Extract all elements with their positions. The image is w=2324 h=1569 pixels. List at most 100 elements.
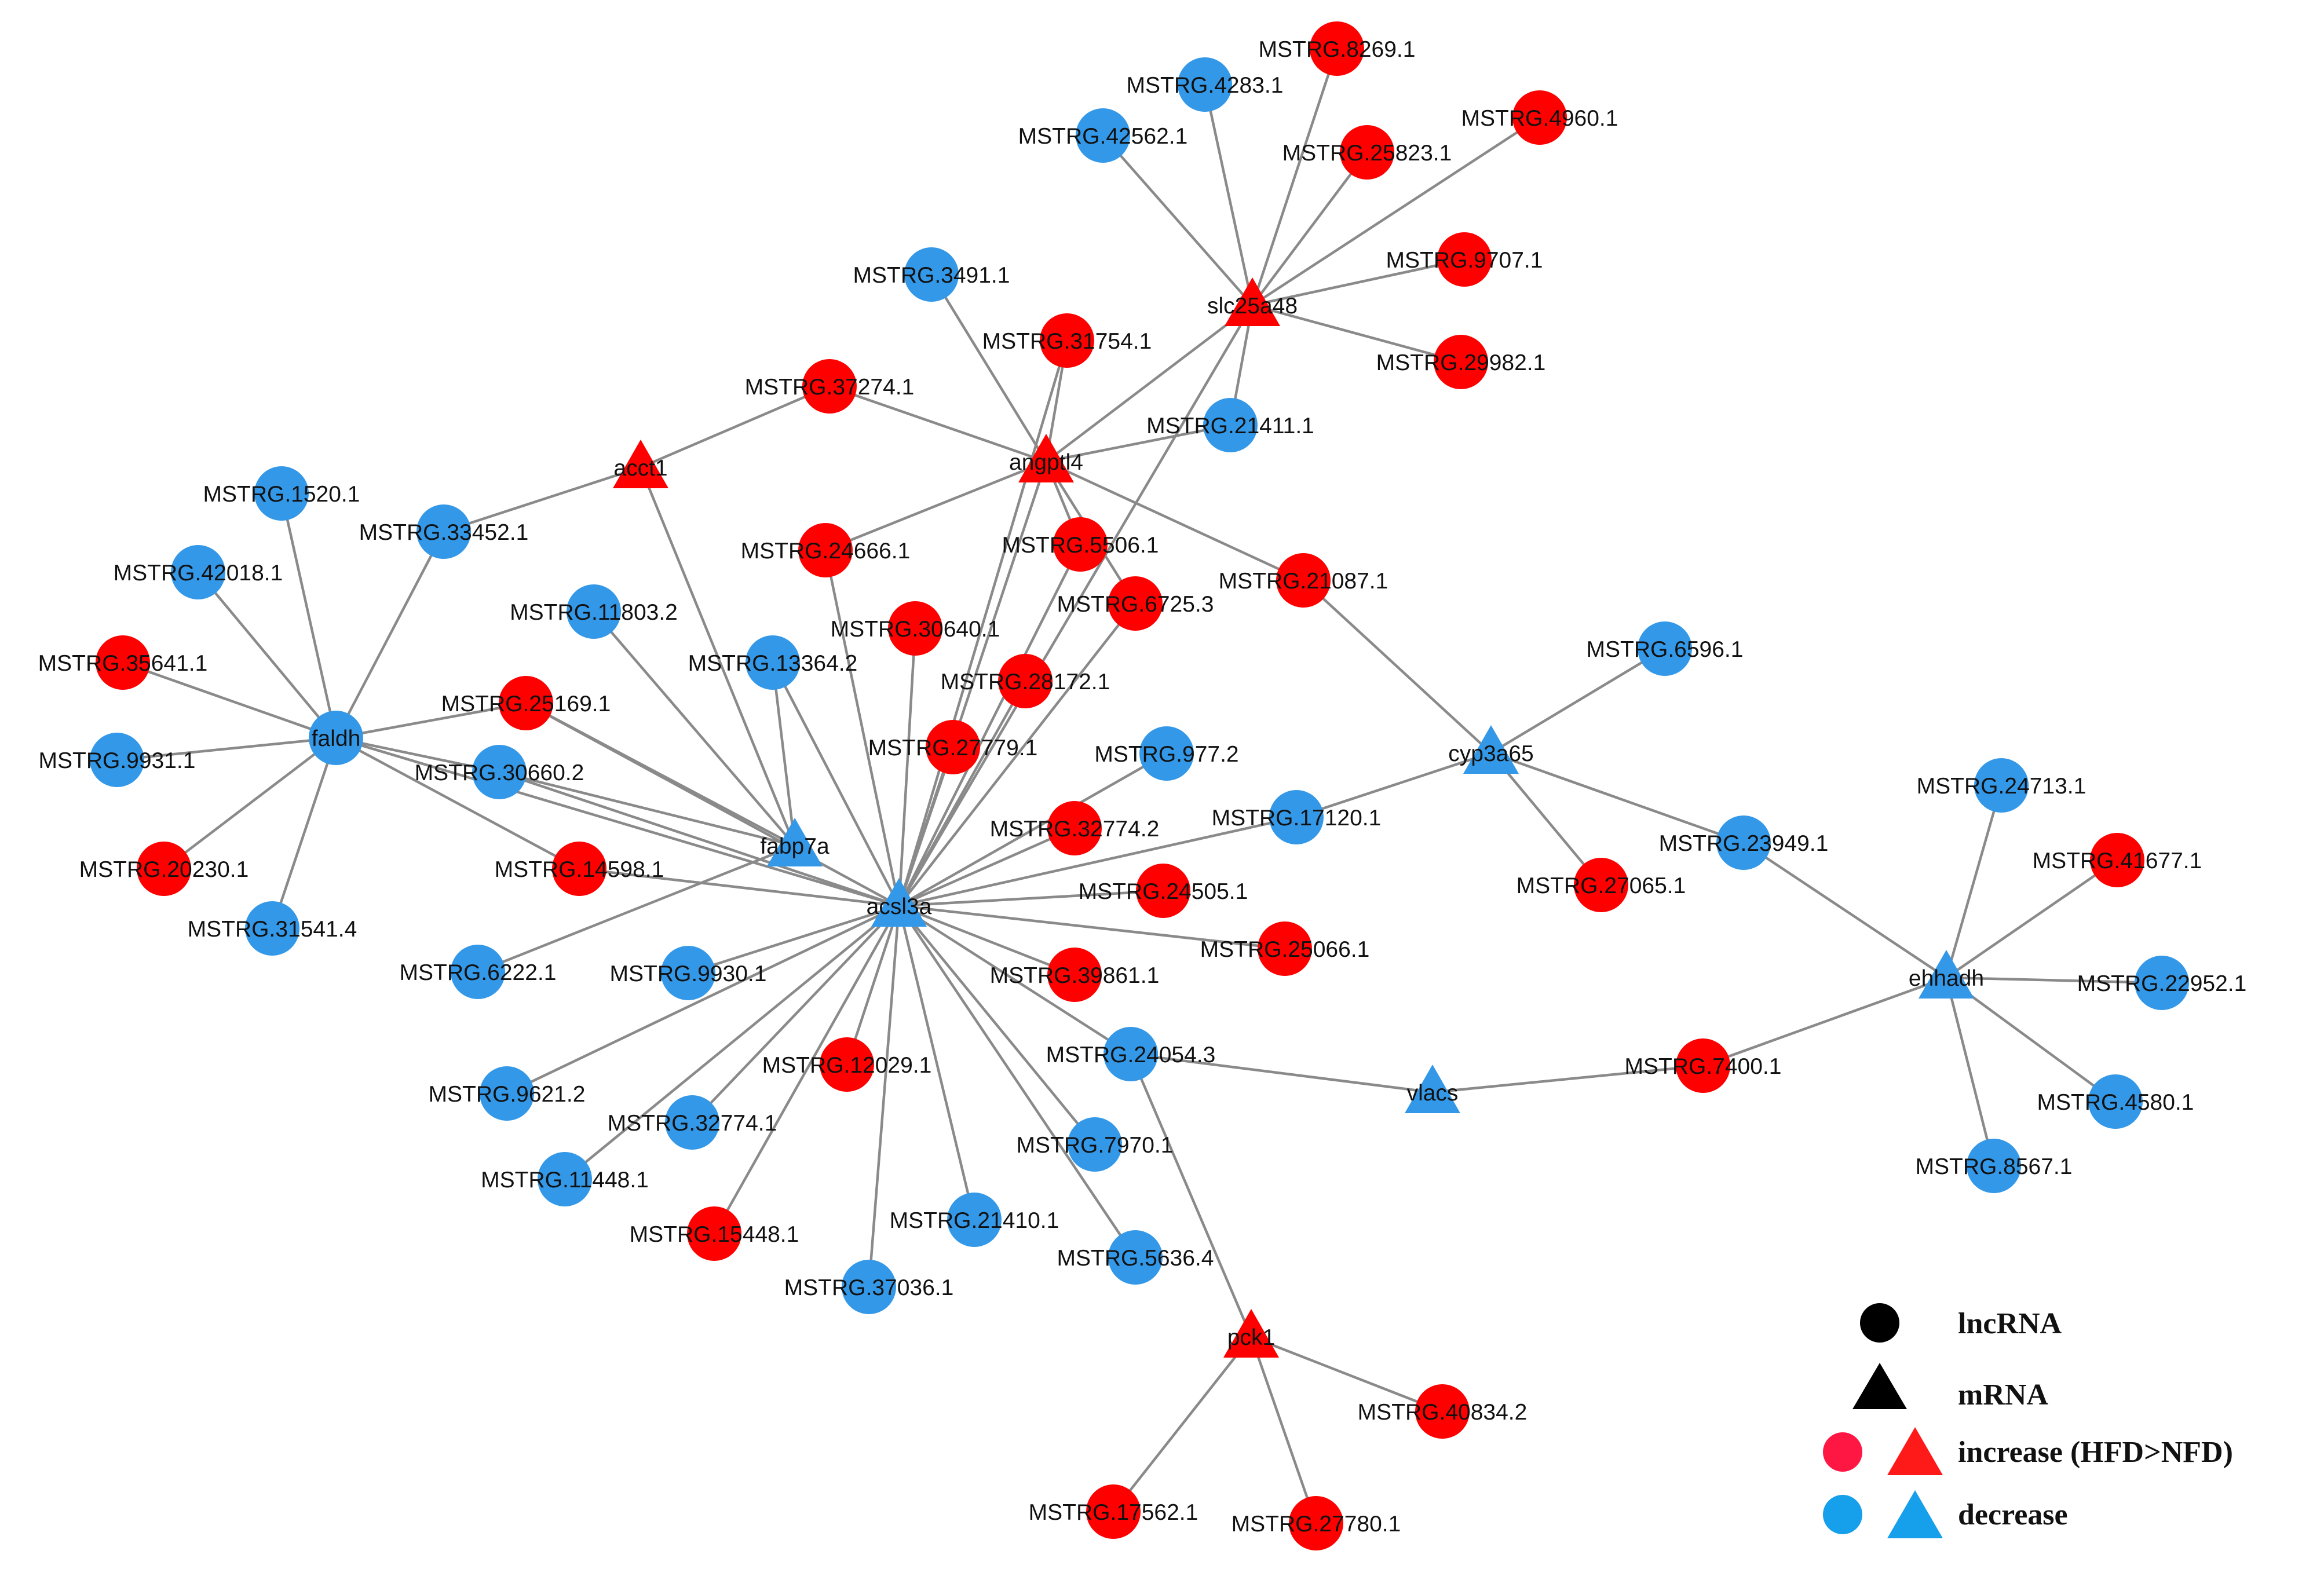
- edge-faldh-n30660: [335, 736, 500, 774]
- node-n39861: MSTRG.39861.1: [990, 948, 1159, 1002]
- node-n29982: MSTRG.29982.1: [1376, 335, 1546, 389]
- edge-acsl3a-n15448: [713, 905, 900, 1235]
- node-label: MSTRG.1520.1: [203, 482, 360, 507]
- node-fabp7a: fabp7a: [760, 818, 830, 866]
- node-label: MSTRG.22952.1: [2077, 971, 2247, 996]
- node-vlacs: vlacs: [1405, 1065, 1460, 1113]
- node-label: MSTRG.41677.1: [2033, 848, 2202, 873]
- node-label: MSTRG.24054.3: [1046, 1043, 1216, 1067]
- node-n33452: MSTRG.33452.1: [359, 504, 528, 559]
- edge-ehhadh-n7400: [1702, 976, 1947, 1067]
- node-n6222: MSTRG.6222.1: [400, 945, 556, 999]
- edge-faldh-n25169: [335, 701, 527, 740]
- lncrna-circle: [1047, 948, 1102, 1002]
- edge-cyp3a65-n17120: [1296, 751, 1492, 819]
- lncrna-circle: [538, 1152, 592, 1206]
- node-ehhadh: ehhadh: [1909, 950, 1984, 999]
- node-label: MSTRG.7970.1: [1017, 1133, 1174, 1158]
- edge-acsl3a-n30660: [499, 770, 900, 908]
- node-n24666: MSTRG.24666.1: [741, 523, 910, 577]
- node-n13364: MSTRG.13364.2: [688, 635, 857, 690]
- node-n22952: MSTRG.22952.1: [2077, 956, 2247, 1010]
- node-n27780: MSTRG.27780.1: [1232, 1496, 1401, 1550]
- lncrna-circle: [1068, 1117, 1122, 1172]
- lncrna-circle: [1415, 1384, 1470, 1439]
- node-label: MSTRG.37274.1: [745, 375, 915, 400]
- node-label: MSTRG.21411.1: [1146, 414, 1314, 438]
- node-label: angptl4: [1009, 450, 1083, 475]
- mrna-triangle: [871, 878, 927, 927]
- lncrna-circle: [888, 601, 942, 656]
- node-label: MSTRG.9707.1: [1386, 248, 1543, 273]
- lncrna-circle: [1103, 1027, 1158, 1081]
- node-n6596: MSTRG.6596.1: [1587, 621, 1744, 676]
- node-label: MSTRG.15448.1: [630, 1222, 799, 1247]
- legend-decrease-circle: [1823, 1495, 1862, 1534]
- edge-layer: [116, 48, 2162, 1524]
- node-label: MSTRG.42018.1: [114, 561, 283, 586]
- lncrna-circle: [1086, 1484, 1141, 1539]
- lncrna-circle: [1203, 398, 1258, 452]
- lncrna-circle: [480, 1066, 534, 1121]
- node-faldh: faldh: [309, 711, 363, 765]
- node-n24054: MSTRG.24054.3: [1046, 1027, 1216, 1081]
- lncrna-circle: [451, 945, 505, 999]
- lncrna-circle: [798, 523, 853, 577]
- node-n42562: MSTRG.42562.1: [1018, 108, 1187, 163]
- edge-vlacs-n24054: [1130, 1052, 1433, 1094]
- node-label: MSTRG.4580.1: [2037, 1090, 2194, 1115]
- edge-ehhadh-n41677: [1945, 859, 2118, 979]
- node-n3491: MSTRG.3491.1: [853, 247, 1010, 302]
- edge-ehhadh-n24713: [1945, 785, 2003, 978]
- edge-acsl3a-n30640: [897, 628, 917, 906]
- edge-acsl3a-n11448: [564, 905, 900, 1180]
- node-label: MSTRG.8567.1: [1916, 1154, 2073, 1179]
- lncrna-circle: [499, 676, 553, 730]
- edge-vlacs-n7400: [1432, 1064, 1704, 1094]
- node-acsl3a: acsl3a: [867, 878, 932, 927]
- edge-acsl3a-n25066: [898, 904, 1285, 950]
- edge-faldh-n9931: [116, 736, 337, 762]
- edge-acsl3a-n5506: [897, 543, 1082, 907]
- node-n15448: MSTRG.15448.1: [630, 1206, 799, 1261]
- node-label: MSTRG.29982.1: [1376, 350, 1546, 375]
- lncrna-circle: [998, 654, 1053, 708]
- lncrna-circle: [416, 504, 471, 559]
- lncrna-circle: [842, 1260, 896, 1314]
- lncrna-circle: [687, 1206, 741, 1261]
- edge-faldh-n20230: [163, 737, 337, 870]
- edge-acsl3a-n31754: [897, 340, 1069, 906]
- edge-faldh-acsl3a: [335, 736, 900, 908]
- lncrna-circle: [171, 545, 225, 599]
- lncrna-circle: [96, 635, 150, 690]
- edge-faldh-n33452: [335, 531, 445, 739]
- node-label: MSTRG.6596.1: [1587, 637, 1744, 662]
- node-label: MSTRG.32774.2: [990, 817, 1160, 842]
- legend-increase-triangle: [1887, 1427, 1943, 1475]
- lncrna-circle: [665, 1095, 719, 1150]
- node-n32774a: MSTRG.32774.1: [608, 1095, 777, 1150]
- lncrna-circle: [1178, 57, 1232, 112]
- edge-acsl3a-n7970: [898, 905, 1096, 1146]
- node-n32774b: MSTRG.32774.2: [990, 801, 1160, 855]
- lncrna-circle: [1139, 726, 1194, 781]
- lncrna-circle: [1716, 815, 1771, 870]
- node-n9931: MSTRG.9931.1: [39, 733, 195, 787]
- node-label: MSTRG.21410.1: [890, 1208, 1059, 1233]
- node-slc25a48: slc25a48: [1207, 277, 1298, 326]
- lncrna-circle: [661, 946, 715, 1000]
- node-label: MSTRG.14598.1: [495, 857, 664, 882]
- edge-pck1-n40834: [1251, 1335, 1443, 1413]
- lncrna-circle: [1437, 232, 1492, 287]
- edge-acsl3a-n12029: [845, 905, 901, 1065]
- edge-angptl4-n21411: [1046, 423, 1231, 463]
- mrna-triangle: [1405, 1065, 1460, 1113]
- node-label: MSTRG.24505.1: [1079, 879, 1248, 904]
- node-n24713: MSTRG.24713.1: [1917, 758, 2086, 813]
- node-label: MSTRG.23949.1: [1659, 831, 1829, 856]
- node-n27065: MSTRG.27065.1: [1517, 858, 1686, 912]
- lncrna-circle: [1310, 21, 1364, 76]
- mrna-triangle: [1225, 277, 1280, 326]
- lncrna-circle: [746, 635, 800, 690]
